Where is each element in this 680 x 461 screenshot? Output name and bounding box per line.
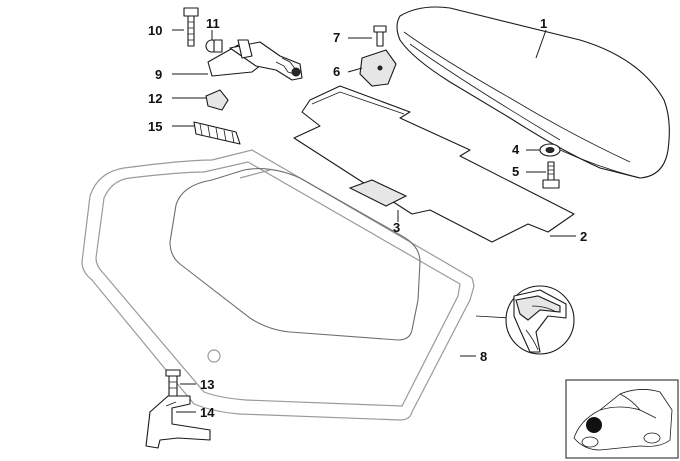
callout-7: 7	[333, 30, 340, 45]
callout-14: 14	[200, 405, 215, 420]
callout-10: 10	[148, 23, 162, 38]
callout-4: 4	[512, 142, 520, 157]
callout-6: 6	[333, 64, 340, 79]
callout-2: 2	[580, 229, 587, 244]
screw-7	[373, 25, 387, 47]
clip-12	[205, 89, 229, 111]
spoiler	[396, 6, 670, 179]
seal-detail-inset	[475, 285, 575, 355]
callout-13: 13	[200, 377, 214, 392]
bracket-14	[145, 395, 211, 449]
washer	[539, 143, 561, 157]
callout-15: 15	[148, 119, 162, 134]
spacer-strip	[193, 121, 241, 145]
bolt-5	[542, 161, 560, 189]
location-marker-icon	[586, 417, 602, 433]
vehicle-location-thumbnail	[565, 379, 679, 459]
hinge-assembly	[207, 39, 303, 81]
callout-3: 3	[393, 220, 400, 235]
callout-9: 9	[155, 67, 162, 82]
bush-11	[205, 39, 223, 53]
bolt-10	[183, 7, 199, 47]
callout-8: 8	[480, 349, 487, 364]
callout-12: 12	[148, 91, 162, 106]
leader-lines	[172, 29, 576, 413]
bracket-6	[359, 49, 397, 87]
pad	[348, 179, 408, 207]
rear-window-glass	[81, 149, 475, 421]
callout-11: 11	[206, 16, 220, 31]
trim-panel	[293, 85, 575, 243]
callout-5: 5	[512, 164, 519, 179]
bolt-13	[165, 369, 181, 397]
callout-labels: 1 2 3 4 5 6 7 8 9 10 11 12 13 14 15	[148, 16, 587, 420]
callout-1: 1	[540, 16, 547, 31]
